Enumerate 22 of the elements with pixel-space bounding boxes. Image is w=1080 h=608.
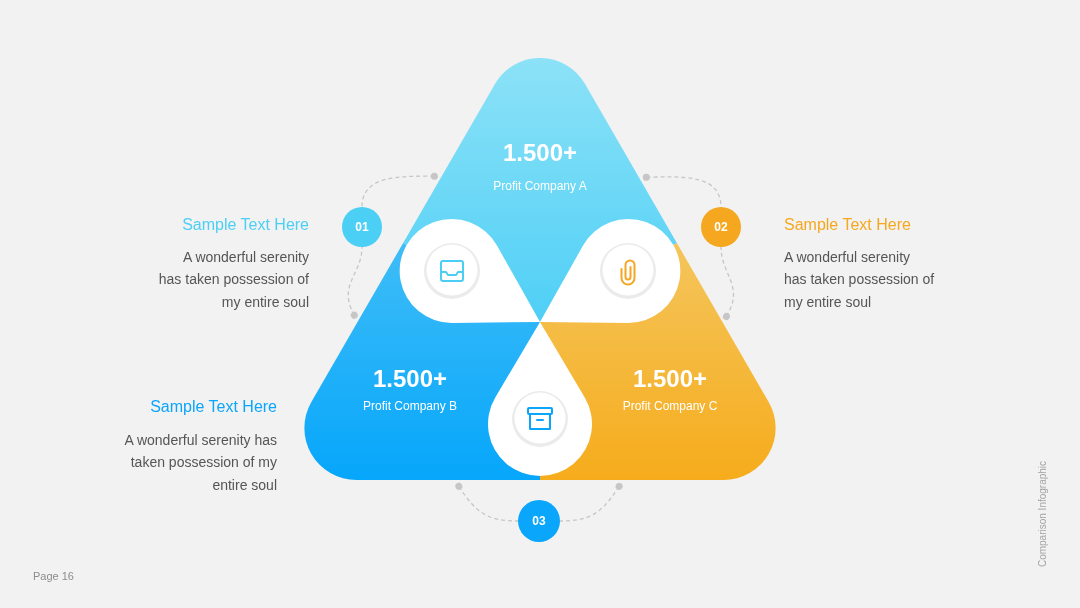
heading: Sample Text Here xyxy=(182,215,309,235)
stat-value: 1.500+ xyxy=(372,365,448,393)
dashed-connector xyxy=(361,172,438,208)
body-text: A wonderful serenity has taken possession of my entire soul xyxy=(784,247,936,312)
stat-label: Profit Company A xyxy=(493,178,587,194)
dashed-connector xyxy=(559,482,623,522)
number-badge: 03 xyxy=(518,500,560,542)
dashed-connector xyxy=(720,246,735,320)
stat-label: Profit Company C xyxy=(622,398,718,414)
number-badge: 02 xyxy=(701,207,741,247)
dashed-connector xyxy=(455,482,519,522)
stat-value: 1.500+ xyxy=(632,365,708,393)
side-label: Comparison Infographic xyxy=(1037,460,1049,568)
stat-value: 1.500+ xyxy=(502,139,578,167)
heading: Sample Text Here xyxy=(150,397,277,417)
heading: Sample Text Here xyxy=(784,215,911,235)
stat-label: Profit Company B xyxy=(363,398,457,414)
page-number: Page 16 xyxy=(33,569,74,583)
body-text: A wonderful serenity has taken possession of my entire soul xyxy=(123,430,277,495)
body-text: A wonderful serenity has taken possession of my entire soul xyxy=(157,247,309,312)
number-badge: 01 xyxy=(342,207,382,247)
dashed-connector xyxy=(347,246,363,319)
